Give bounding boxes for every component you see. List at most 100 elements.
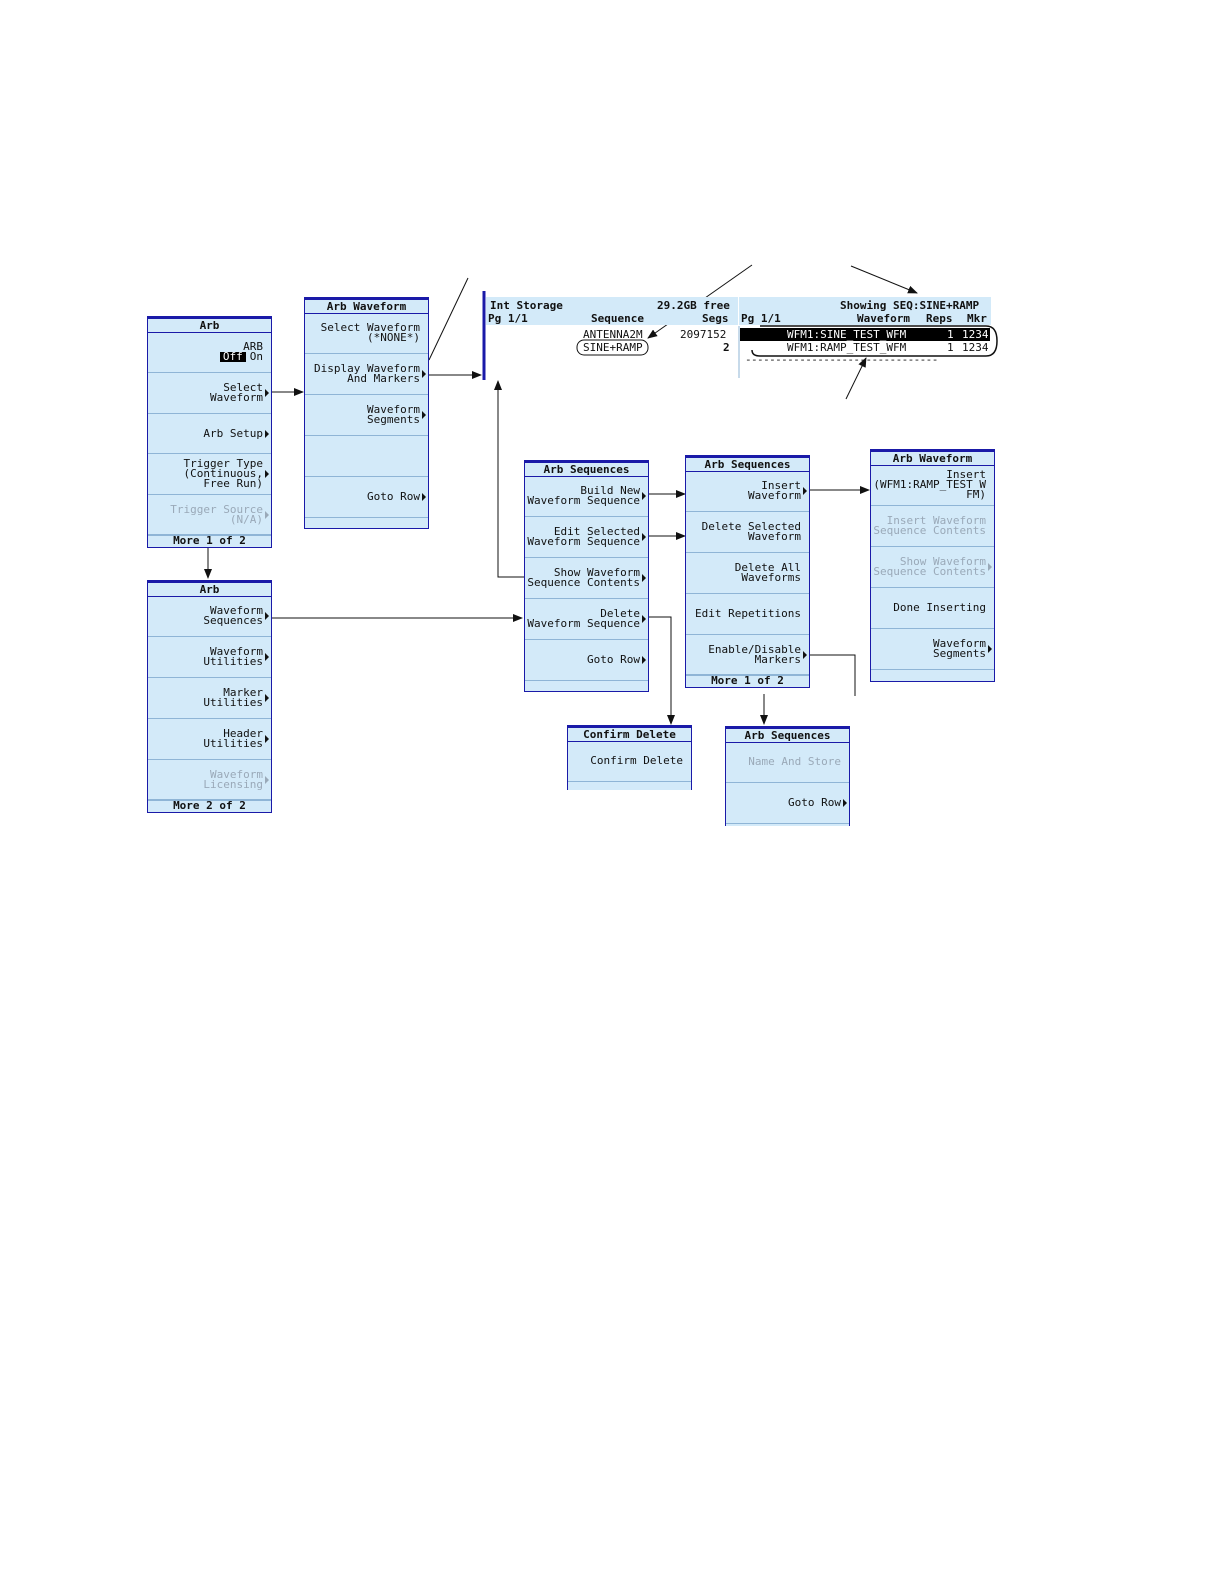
- show-sequence-contents-softkey[interactable]: Show Waveform Sequence Contents: [525, 558, 648, 599]
- select-waveform-softkey[interactable]: Select Waveform: [148, 373, 271, 414]
- submenu-arrow-icon: [265, 429, 269, 438]
- softkey-label: Insert: [761, 479, 801, 492]
- softkey-label: Select: [223, 381, 263, 394]
- softkey-label: Delete: [600, 607, 640, 620]
- insert-selected-waveform-softkey[interactable]: Insert (WFM1:RAMP_TEST_W FM): [871, 465, 994, 506]
- submenu-arrow-icon: [265, 612, 269, 620]
- select-waveform-none-softkey[interactable]: Select Waveform (*NONE*): [305, 313, 428, 354]
- softkey-label: (WFM1:RAMP_TEST_W: [873, 478, 986, 491]
- softkey-label: Display Waveform: [314, 362, 420, 375]
- storage-col-segs: Segs: [702, 312, 729, 325]
- softkey-label: Show Waveform: [899, 555, 986, 568]
- more-indicator[interactable]: More 1 of 2: [148, 534, 271, 547]
- arb-setup-softkey[interactable]: Arb Setup: [148, 414, 271, 454]
- submenu-arrow-icon: [422, 411, 426, 419]
- done-inserting-softkey[interactable]: Done Inserting: [871, 588, 994, 629]
- sequence-row-mkr: 1234: [962, 328, 989, 341]
- submenu-arrow-icon: [843, 799, 847, 807]
- submenu-arrow-icon: [642, 492, 646, 500]
- softkey-label: Trigger Type: [183, 457, 263, 470]
- goto-row-softkey[interactable]: Goto Row: [525, 640, 648, 681]
- goto-row-softkey[interactable]: Goto Row: [305, 477, 428, 518]
- sequence-col-mkr: Mkr: [967, 312, 987, 325]
- arrow-show-contents: [494, 380, 524, 578]
- softkey-label: (*NONE*): [367, 331, 420, 344]
- edit-repetitions-softkey[interactable]: Edit Repetitions: [686, 594, 809, 635]
- trigger-type-softkey[interactable]: Trigger Type (Continuous, Free Run): [148, 454, 271, 495]
- softkey-label: Waveform: [748, 530, 801, 543]
- softkey-label: Waveform Sequence: [527, 494, 640, 507]
- submenu-arrow-icon: [642, 615, 646, 623]
- more-indicator[interactable]: More 2 of 2: [148, 799, 271, 812]
- submenu-arrow-icon: [265, 694, 269, 702]
- display-waveform-softkey[interactable]: Display Waveform And Markers: [305, 354, 428, 395]
- delete-selected-waveform-softkey[interactable]: Delete Selected Waveform: [686, 512, 809, 553]
- arb-label: ARB: [243, 340, 263, 353]
- name-and-store-softkey[interactable]: Name And Store: [726, 742, 849, 783]
- submenu-arrow-icon: [642, 533, 646, 541]
- waveform-sequences-softkey[interactable]: Waveform Sequences: [148, 596, 271, 637]
- softkey-label: Waveform: [210, 645, 263, 658]
- softkey-label: Waveform: [748, 489, 801, 502]
- header-utilities-softkey[interactable]: Header Utilities: [148, 719, 271, 760]
- softkey-label: Insert: [946, 468, 986, 481]
- enable-disable-markers-softkey[interactable]: Enable/Disable Markers: [686, 635, 809, 676]
- sequence-row-mkr: 1234: [962, 341, 989, 354]
- softkey-label: Waveform: [933, 637, 986, 650]
- menu-title: Arb Waveform: [305, 298, 428, 314]
- storage-title: Int Storage: [490, 299, 563, 312]
- line-enable-disable: [810, 654, 856, 696]
- softkey-label: Delete Selected: [701, 520, 801, 533]
- softkey-label: Goto Row: [788, 796, 841, 809]
- sequence-row-waveform: WFM1:SINE_TEST_WFM: [787, 328, 907, 341]
- confirm-delete-softkey[interactable]: Confirm Delete: [568, 741, 691, 782]
- softkey-label: (N/A): [229, 513, 263, 526]
- softkey-label: Waveforms: [741, 571, 801, 584]
- submenu-arrow-icon: [265, 470, 269, 478]
- sequence-col-waveform: Waveform: [857, 312, 910, 325]
- softkey-label: Arb Setup: [203, 426, 263, 440]
- submenu-arrow-icon: [642, 574, 646, 582]
- sequence-row-selected[interactable]: [740, 328, 990, 341]
- waveform-licensing-softkey[interactable]: Waveform Licensing: [148, 760, 271, 801]
- softkey-label: Sequences: [203, 614, 263, 627]
- waveform-segments-softkey[interactable]: Waveform Segments: [871, 629, 994, 670]
- arrow-callout-rows: [845, 357, 867, 400]
- sequence-row-waveform[interactable]: WFM1:RAMP_TEST_WFM: [787, 341, 907, 354]
- insert-sequence-contents-softkey[interactable]: Insert Waveform Sequence Contents: [871, 506, 994, 547]
- marker-utilities-softkey[interactable]: Marker Utilities: [148, 678, 271, 719]
- insert-waveform-softkey[interactable]: Insert Waveform: [686, 471, 809, 512]
- arb-menu-page-2: Arb Waveform Sequences Waveform Utilitie…: [147, 580, 272, 813]
- build-new-sequence-softkey[interactable]: Build New Waveform Sequence: [525, 476, 648, 517]
- more-indicator[interactable]: More 1 of 2: [686, 674, 809, 687]
- edit-selected-sequence-softkey[interactable]: Edit Selected Waveform Sequence: [525, 517, 648, 558]
- storage-row-name[interactable]: SINE+RAMP: [583, 341, 643, 354]
- softkey-label: Enable/Disable: [708, 643, 801, 656]
- menu-title: Arb Sequences: [686, 456, 809, 472]
- softkey-label: Build New: [580, 484, 640, 497]
- empty-softkey[interactable]: [305, 436, 428, 477]
- submenu-arrow-icon: [422, 493, 426, 501]
- softkey-label: Waveform: [367, 403, 420, 416]
- submenu-arrow-icon: [265, 511, 269, 519]
- delete-sequence-softkey[interactable]: Delete Waveform Sequence: [525, 599, 648, 640]
- arb-sequences-menu-2: Arb Sequences Name And Store Goto Row: [725, 726, 850, 826]
- trigger-source-softkey[interactable]: Trigger Source (N/A): [148, 495, 271, 536]
- waveform-segments-softkey[interactable]: Waveform Segments: [305, 395, 428, 436]
- submenu-arrow-icon: [265, 735, 269, 743]
- storage-row-name[interactable]: ANTENNA2M: [583, 328, 643, 341]
- submenu-arrow-icon: [265, 653, 269, 661]
- softkey-label: Name And Store: [748, 755, 841, 768]
- goto-row-softkey[interactable]: Goto Row: [726, 783, 849, 824]
- submenu-arrow-icon: [803, 487, 807, 495]
- softkey-label: Utilities: [203, 655, 263, 668]
- submenu-arrow-icon: [265, 389, 269, 397]
- softkey-label: Done Inserting: [893, 601, 986, 614]
- waveform-utilities-softkey[interactable]: Waveform Utilities: [148, 637, 271, 678]
- show-sequence-contents-softkey[interactable]: Show Waveform Sequence Contents: [871, 547, 994, 588]
- softkey-label: Marker: [223, 686, 263, 699]
- softkey-label: Waveform: [210, 391, 263, 404]
- softkey-label: Delete All: [734, 561, 801, 574]
- delete-all-waveforms-softkey[interactable]: Delete All Waveforms: [686, 553, 809, 594]
